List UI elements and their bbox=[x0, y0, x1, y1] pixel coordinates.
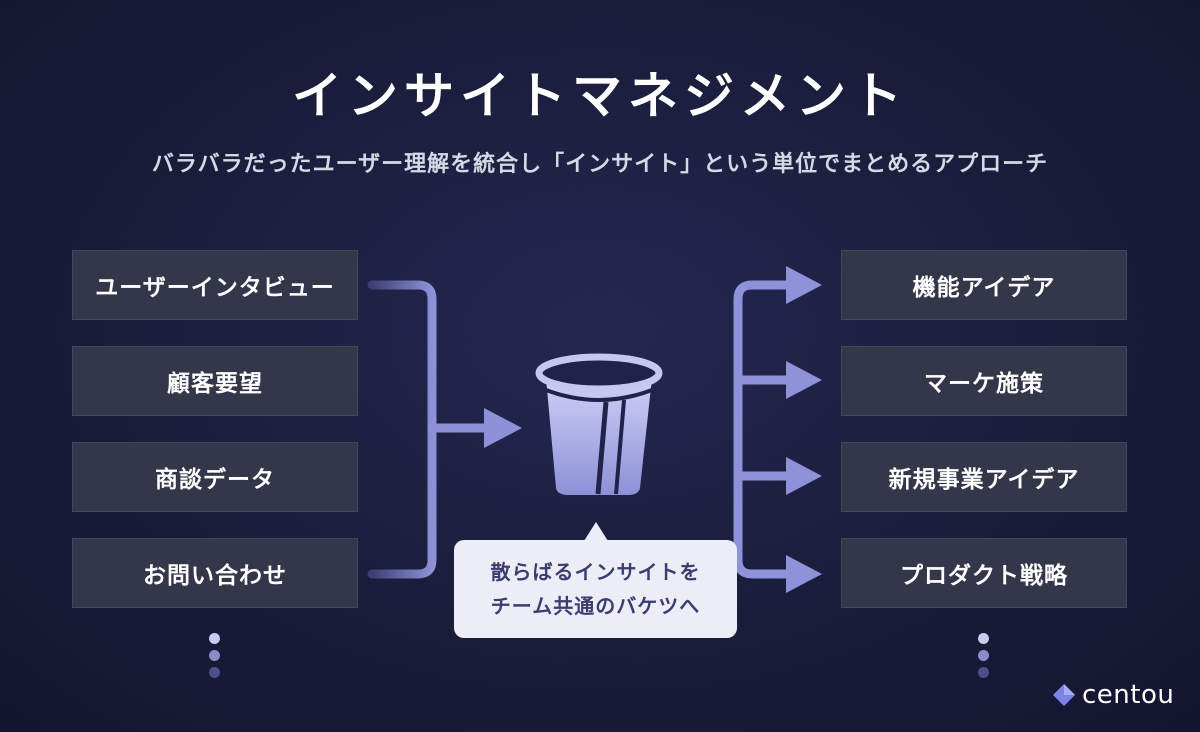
page-title: インサイトマネジメント bbox=[292, 67, 908, 125]
brand-logo: centou bbox=[1052, 680, 1174, 710]
left-more-dots bbox=[209, 633, 221, 684]
callout-line-1: 散らばるインサイトを bbox=[490, 560, 701, 584]
input-box-sales-data: 商談データ bbox=[72, 442, 358, 512]
callout-line-2: チーム共通のバケツへ bbox=[490, 594, 701, 618]
input-box-customer-requests: 顧客要望 bbox=[72, 346, 358, 416]
arrowhead-2 bbox=[786, 361, 822, 399]
output-box-marketing: マーケ施策 bbox=[841, 346, 1127, 416]
arrowhead-4 bbox=[786, 555, 822, 593]
logo-text: centou bbox=[1082, 680, 1175, 710]
diamond-logo-icon bbox=[1053, 684, 1075, 706]
output-arrowheads bbox=[786, 266, 822, 593]
right-more-dots bbox=[978, 633, 990, 684]
page-subtitle: バラバラだったユーザー理解を統合し「インサイト」という単位でまとめるアプローチ bbox=[151, 152, 1049, 177]
input-connectors bbox=[367, 280, 495, 579]
input-box-inquiries: お問い合わせ bbox=[72, 538, 358, 608]
bucket-icon bbox=[535, 353, 663, 495]
output-box-feature-ideas: 機能アイデア bbox=[841, 250, 1127, 320]
callout-tail bbox=[584, 522, 608, 541]
input-box-user-interview: ユーザーインタビュー bbox=[72, 250, 358, 320]
arrowhead-1 bbox=[786, 266, 822, 304]
output-box-new-business: 新規事業アイデア bbox=[841, 442, 1127, 512]
arrowhead-3 bbox=[786, 457, 822, 495]
output-connectors bbox=[681, 280, 795, 579]
arrow-to-bucket-icon bbox=[484, 408, 522, 448]
callout-bubble: 散らばるインサイトを チーム共通のバケツへ bbox=[454, 540, 737, 638]
output-box-product-strategy: プロダクト戦略 bbox=[841, 538, 1127, 608]
